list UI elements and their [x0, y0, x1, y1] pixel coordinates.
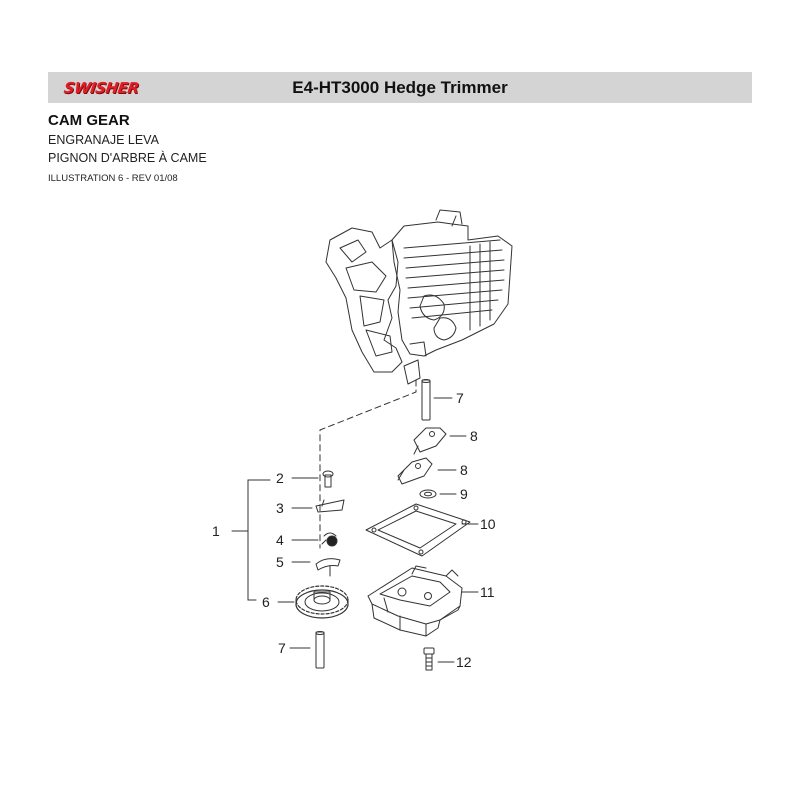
part-9-washer — [419, 489, 437, 499]
part-11-cover — [367, 565, 463, 637]
section-subtitle-fr: PIGNON D'ARBRE À CAME — [48, 151, 207, 165]
section-title: CAM GEAR — [48, 112, 130, 129]
header-bar — [48, 72, 752, 103]
page-title: E4-HT3000 Hedge Trimmer — [292, 78, 508, 97]
callout-4: 4 — [276, 532, 284, 548]
part-4-spring — [321, 532, 338, 547]
part-6-cam-gear — [295, 585, 349, 619]
callout-7-bottom: 7 — [278, 640, 286, 656]
part-12-bolt — [423, 647, 435, 671]
illustration-revision: ILLUSTRATION 6 - REV 01/08 — [48, 173, 178, 184]
engine-block-drawing — [325, 209, 513, 385]
part-7-pin-bottom — [315, 631, 325, 669]
callout-8-upper: 8 — [470, 428, 478, 444]
part-8-rocker-arm-upper — [413, 427, 447, 455]
callout-10: 10 — [480, 516, 496, 532]
leader-dashed-engine — [319, 379, 417, 549]
callout-9: 9 — [460, 486, 468, 502]
part-5-cam-lever — [315, 558, 341, 577]
part-2-screw — [322, 470, 334, 488]
section-subtitle-es: ENGRANAJE LEVA — [48, 133, 159, 147]
part-7-pin-top — [421, 379, 431, 421]
callout-8-lower: 8 — [460, 462, 468, 478]
part-8-rocker-arm-lower — [397, 457, 433, 485]
part-10-gasket — [365, 503, 471, 557]
callout-12: 12 — [456, 654, 472, 670]
callout-2: 2 — [276, 470, 284, 486]
callout-11: 11 — [480, 584, 495, 600]
callout-6: 6 — [262, 594, 270, 610]
callout-7-top: 7 — [456, 390, 464, 406]
part-3-weight — [315, 499, 345, 513]
callout-3: 3 — [276, 500, 284, 516]
callout-1: 1 — [212, 523, 220, 539]
callout-5: 5 — [276, 554, 284, 570]
